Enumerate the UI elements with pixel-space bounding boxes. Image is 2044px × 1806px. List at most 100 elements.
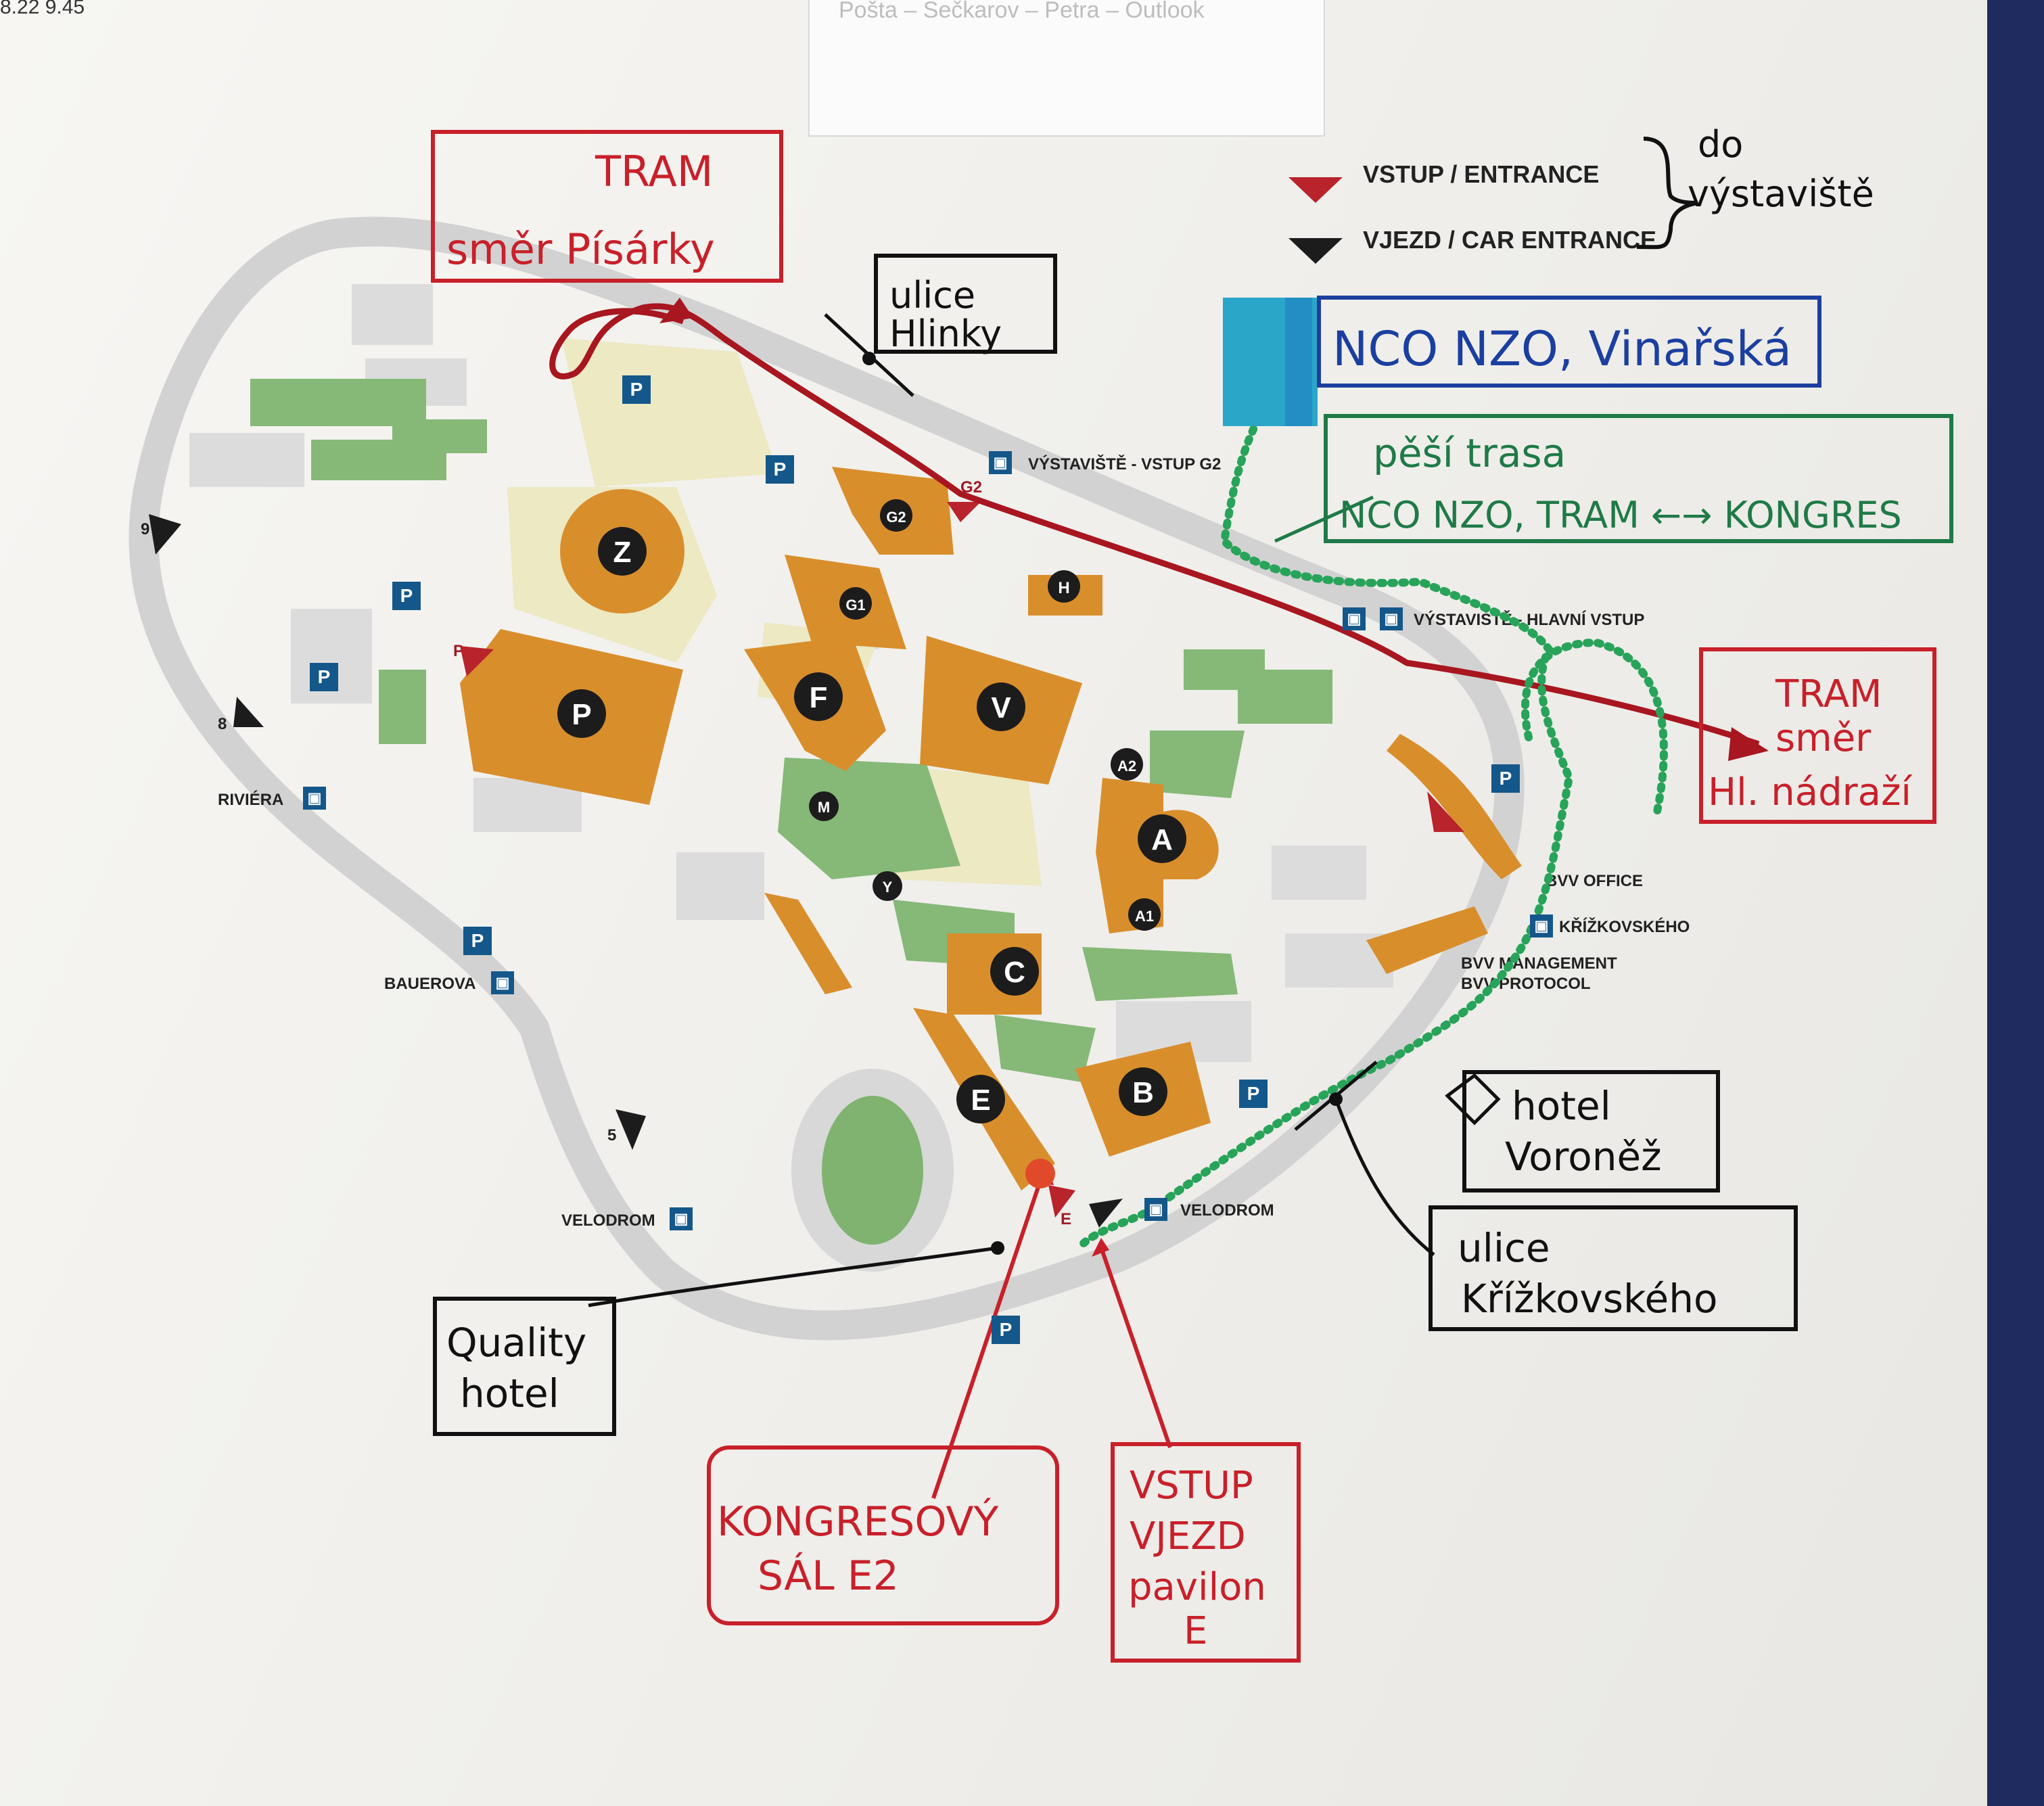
svg-text:Hl. nádraží: Hl. nádraží bbox=[1708, 770, 1913, 814]
entrance-arrow-icon bbox=[460, 646, 494, 676]
svg-text:G1: G1 bbox=[845, 597, 865, 613]
car-entrance-arrow-icon bbox=[615, 1109, 646, 1150]
annotation-quality-hotel: Quality hotel bbox=[433, 1241, 1004, 1436]
svg-text:směr: směr bbox=[1775, 716, 1872, 760]
svg-text:B: B bbox=[1132, 1076, 1154, 1109]
hall-marker-e: E bbox=[956, 1075, 1005, 1124]
tram-stop-icon: ▣ bbox=[491, 971, 514, 994]
hall-marker-g1: G1 bbox=[839, 587, 872, 620]
svg-text:NCO NZO, Vinařská: NCO NZO, Vinařská bbox=[1332, 321, 1792, 377]
green-areas bbox=[250, 379, 1332, 1082]
legend: VSTUP / ENTRANCE VJEZD / CAR ENTRANCE do… bbox=[1288, 123, 1874, 264]
hall-marker-a1: A1 bbox=[1128, 898, 1161, 931]
parking-icon: P bbox=[1491, 764, 1520, 793]
svg-text:A2: A2 bbox=[1117, 758, 1136, 774]
entrance-arrow-icon bbox=[659, 298, 693, 323]
label-gate-9: 9 bbox=[141, 520, 149, 538]
svg-text:NCO NZO, TRAM ←→ KONGRES: NCO NZO, TRAM ←→ KONGRES bbox=[1339, 494, 1902, 536]
annotation-tram-pisarky: TRAM směr Písárky bbox=[431, 130, 783, 283]
svg-text:pavilon: pavilon bbox=[1128, 1565, 1266, 1609]
hall-marker-z: Z bbox=[598, 527, 647, 576]
label-riviera: RIVIÉRA bbox=[218, 790, 283, 809]
svg-text:Hlinky: Hlinky bbox=[889, 312, 1002, 355]
entrance-arrow-icon bbox=[947, 502, 981, 522]
label-gate-8: 8 bbox=[218, 715, 227, 733]
printed-stub bbox=[808, 0, 1325, 137]
label-hlavni-vstup: VÝSTAVIŠTĚ - HLAVNÍ VSTUP bbox=[1414, 610, 1644, 629]
car-entrance-arrow-icon bbox=[149, 514, 181, 555]
annotation-ulice-krizkovskeho: ulice Křížkovského bbox=[1294, 1061, 1798, 1331]
entrance-arrow-icon bbox=[1427, 791, 1464, 832]
svg-text:hotel: hotel bbox=[1512, 1083, 1611, 1129]
label-bvv-management: BVV MANAGEMENT bbox=[1461, 954, 1617, 973]
svg-text:Křížkovského: Křížkovského bbox=[1461, 1276, 1717, 1322]
label-bvv-office: BVV OFFICE bbox=[1546, 872, 1643, 890]
legend-note-vystaviste: výstaviště bbox=[1688, 172, 1874, 215]
svg-text:H: H bbox=[1058, 579, 1069, 597]
svg-text:ulice: ulice bbox=[1458, 1225, 1550, 1271]
label-bvv-protocol: BVV PROTOCOL bbox=[1461, 975, 1591, 993]
label-gate-5: 5 bbox=[607, 1126, 616, 1144]
tram-stop-icon: ▣ bbox=[670, 1207, 693, 1230]
svg-text:Y: Y bbox=[883, 879, 893, 896]
svg-text:F: F bbox=[810, 681, 828, 714]
svg-text:ulice: ulice bbox=[889, 274, 975, 317]
annotation-nco: NCO NZO, Vinařská bbox=[1317, 296, 1821, 388]
svg-text:A: A bbox=[1151, 823, 1173, 856]
parking-icon: P bbox=[766, 455, 794, 484]
hotel-icon bbox=[1445, 1073, 1501, 1126]
legend-note-do: do bbox=[1698, 123, 1743, 166]
hall-marker-y: Y bbox=[873, 871, 902, 901]
label-vstup-g2: VÝSTAVIŠTĚ - VSTUP G2 bbox=[1028, 455, 1221, 473]
arrow-icon bbox=[1092, 1238, 1109, 1257]
hall-marker-g2: G2 bbox=[880, 499, 912, 532]
gate-arrows bbox=[149, 502, 1464, 1228]
ring-road bbox=[129, 216, 1525, 1341]
svg-text:SÁL E2: SÁL E2 bbox=[758, 1552, 899, 1600]
label-krizkovskeho: KŘÍŽKOVSKÉHO bbox=[1559, 917, 1690, 936]
annotation-hotel-voronez: hotel Voroněž bbox=[1445, 1070, 1720, 1193]
annotation-kongresovy-sal: KONGRESOVÝ SÁL E2 bbox=[707, 1445, 1059, 1625]
hall-marker-a2: A2 bbox=[1111, 748, 1143, 781]
vstup-pointer bbox=[1100, 1251, 1172, 1448]
svg-text:VSTUP: VSTUP bbox=[1130, 1464, 1253, 1508]
tram-route-red bbox=[549, 303, 1760, 747]
annotation-tram-hlavni: TRAM směr Hl. nádraží bbox=[1699, 647, 1936, 824]
car-entrance-arrow-icon bbox=[1288, 238, 1343, 264]
parking-icon: P bbox=[310, 663, 338, 691]
tram-stop-icon: ▣ bbox=[989, 451, 1012, 474]
svg-text:E: E bbox=[971, 1084, 990, 1117]
annotation-ulice-hlinky: ulice Hlinky bbox=[824, 254, 1057, 397]
tram-stop-icon: ▣ bbox=[303, 787, 326, 810]
car-entrance-arrow-icon bbox=[233, 697, 264, 727]
svg-text:A1: A1 bbox=[1135, 908, 1154, 925]
walking-route-green bbox=[1078, 415, 1574, 1249]
tram-stop-icon: ▣ bbox=[1144, 1198, 1167, 1221]
parking-icon: P bbox=[392, 582, 421, 610]
legend-car-entrance: VJEZD / CAR ENTRANCE bbox=[1363, 226, 1656, 254]
print-timestamp: 8.22 9.45 bbox=[0, 0, 85, 18]
svg-text:KONGRESOVÝ: KONGRESOVÝ bbox=[717, 1497, 999, 1546]
tram-stop-icon: ▣ bbox=[1380, 607, 1403, 630]
svg-text:M: M bbox=[818, 799, 830, 816]
svg-text:V: V bbox=[991, 691, 1011, 724]
label-bauerova: BAUEROVA bbox=[384, 975, 476, 993]
label-velodrom-right: VELODROM bbox=[1180, 1201, 1274, 1220]
legend-entrance: VSTUP / ENTRANCE bbox=[1363, 160, 1599, 188]
entrance-arrow-icon bbox=[1048, 1185, 1075, 1218]
hall-labels: Z P F V A C B E G2 G1 H A2 A1 M Y bbox=[557, 499, 1186, 1124]
svg-text:Voroněž: Voroněž bbox=[1505, 1134, 1662, 1180]
svg-text:Quality: Quality bbox=[446, 1320, 586, 1366]
hall-marker-v: V bbox=[977, 682, 1025, 731]
svg-text:VJEZD: VJEZD bbox=[1130, 1514, 1246, 1558]
car-entrance-arrow-icon bbox=[1089, 1199, 1123, 1228]
label-velodrom-left: VELODROM bbox=[561, 1211, 655, 1230]
svg-text:Z: Z bbox=[613, 536, 632, 569]
tab-strip-text: Pošta – Sečkarov – Petra – Outlook bbox=[839, 0, 1205, 23]
legend-brace bbox=[1636, 137, 1698, 250]
tram-stop-icon: ▣ bbox=[1530, 914, 1553, 937]
entrance-arrow-icon bbox=[1288, 177, 1343, 203]
svg-text:hotel: hotel bbox=[460, 1370, 559, 1416]
